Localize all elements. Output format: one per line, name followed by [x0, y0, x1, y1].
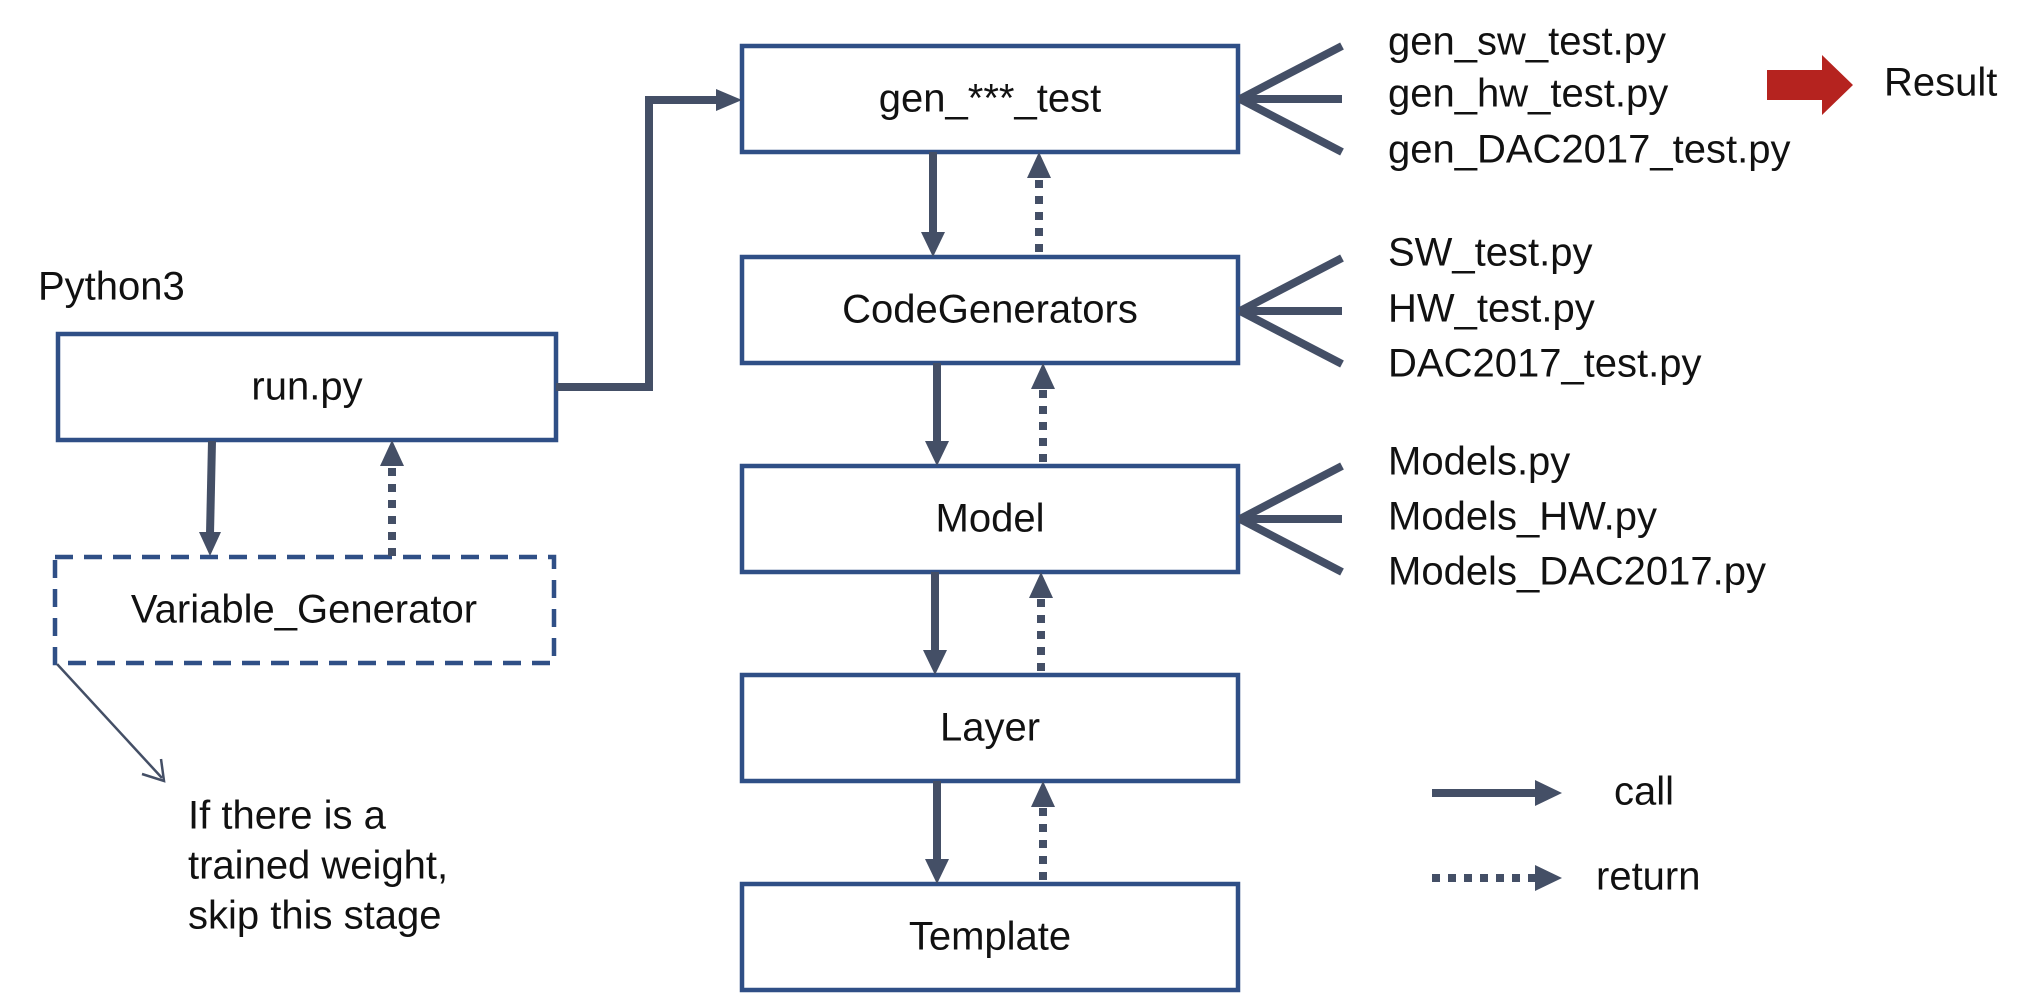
codegen-file-2: HW_test.py	[1388, 287, 1595, 331]
result-label: Result	[1884, 61, 1997, 105]
layer-to-template-call-arrow	[925, 781, 949, 884]
run-to-variable-generator-call-arrow	[199, 440, 221, 556]
gen-to-codegen-call-arrow	[921, 152, 945, 257]
note-pointer-arrow	[56, 663, 166, 783]
layer-to-model-return-arrow	[1029, 572, 1053, 671]
note-line-1: If there is a	[188, 794, 387, 838]
codegen-file-1: SW_test.py	[1388, 231, 1593, 275]
legend-call-arrow	[1432, 780, 1562, 806]
node-template[interactable]: Template	[739, 881, 1241, 993]
node-variable-generator[interactable]: Variable_Generator	[52, 554, 557, 666]
node-template-label: Template	[909, 915, 1071, 959]
legend-return-label: return	[1596, 855, 1701, 899]
legend-return-arrow	[1432, 865, 1562, 891]
models-file-3: Models_DAC2017.py	[1388, 550, 1766, 594]
gen-file-3: gen_DAC2017_test.py	[1388, 128, 1791, 172]
run-to-gen-call-arrow	[556, 89, 742, 391]
models-files-connector	[1238, 462, 1344, 576]
node-gen-test[interactable]: gen_***_test	[739, 43, 1241, 155]
codegen-to-model-call-arrow	[925, 363, 949, 466]
gen-file-2: gen_hw_test.py	[1388, 72, 1668, 116]
template-to-layer-return-arrow	[1031, 781, 1055, 880]
node-run-label: run.py	[251, 365, 362, 409]
node-model-label: Model	[936, 497, 1045, 541]
node-code-generators[interactable]: CodeGenerators	[739, 254, 1241, 366]
variable-generator-to-run-return-arrow	[380, 440, 404, 556]
node-model[interactable]: Model	[739, 463, 1241, 575]
models-file-2: Models_HW.py	[1388, 495, 1657, 539]
codegen-file-3: DAC2017_test.py	[1388, 342, 1702, 386]
node-code-generators-label: CodeGenerators	[842, 288, 1138, 332]
note-line-3: skip this stage	[188, 894, 441, 938]
node-layer[interactable]: Layer	[739, 672, 1241, 784]
model-to-layer-call-arrow	[923, 572, 947, 675]
note-line-2: trained weight,	[188, 844, 448, 888]
models-file-1: Models.py	[1388, 440, 1570, 484]
node-variable-generator-label: Variable_Generator	[131, 588, 477, 632]
node-layer-label: Layer	[940, 706, 1040, 750]
codegen-files-connector	[1238, 254, 1344, 368]
node-run[interactable]: run.py	[55, 331, 559, 443]
model-to-codegen-return-arrow	[1031, 363, 1055, 462]
node-gen-test-label: gen_***_test	[879, 77, 1101, 121]
right-arrow-icon	[1767, 55, 1853, 115]
legend: call return	[1432, 770, 1701, 899]
codegen-to-gen-return-arrow	[1027, 152, 1051, 252]
legend-call-label: call	[1614, 770, 1674, 814]
runtime-label: Python3	[38, 265, 185, 309]
gen-file-1: gen_sw_test.py	[1388, 20, 1666, 64]
gen-files-connector	[1238, 42, 1344, 156]
